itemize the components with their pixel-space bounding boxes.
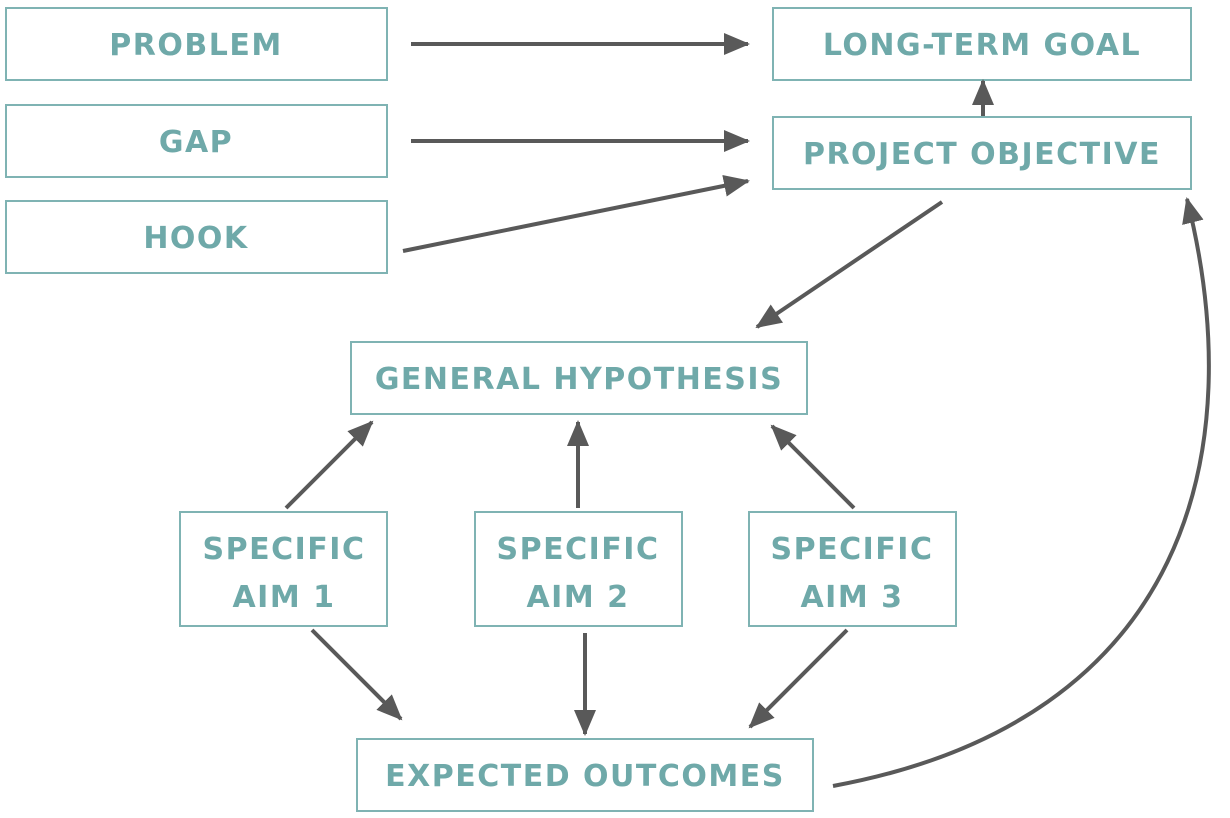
general-hypothesis-box: GENERAL HYPOTHESIS (350, 341, 808, 415)
problem-label: PROBLEM (109, 28, 282, 63)
arrow-aim3-to-hypothesis (770, 424, 856, 510)
hook-box: HOOK (5, 200, 388, 274)
arrow-aim3-to-outcomes (748, 628, 849, 729)
arrow-aim1-to-outcomes (310, 628, 403, 721)
general-hypothesis-label: GENERAL HYPOTHESIS (375, 362, 783, 397)
specific-aim-3-line1: SPECIFIC (771, 532, 934, 567)
long-term-goal-label: LONG-TERM GOAL (823, 28, 1141, 63)
specific-aim-2-line1: SPECIFIC (497, 532, 660, 567)
specific-aim-2-line2: AIM 2 (526, 580, 629, 615)
arrow-outcomes-to-objective (832, 197, 1211, 788)
specific-aim-1-line2: AIM 1 (232, 580, 335, 615)
specific-aim-3-box: SPECIFIC AIM 3 (748, 511, 957, 627)
arrow-hook-to-objective (402, 174, 750, 253)
arrow-objective-to-hypothesis (755, 200, 944, 329)
project-objective-label: PROJECT OBJECTIVE (803, 137, 1161, 172)
hook-label: HOOK (143, 221, 249, 256)
gap-label: GAP (159, 125, 233, 160)
problem-box: PROBLEM (5, 7, 388, 81)
specific-aim-2-box: SPECIFIC AIM 2 (474, 511, 683, 627)
specific-aim-1-box: SPECIFIC AIM 1 (179, 511, 388, 627)
long-term-goal-box: LONG-TERM GOAL (772, 7, 1192, 81)
specific-aim-1-line1: SPECIFIC (203, 532, 366, 567)
expected-outcomes-box: EXPECTED OUTCOMES (356, 738, 814, 812)
gap-box: GAP (5, 104, 388, 178)
specific-aim-3-line2: AIM 3 (800, 580, 903, 615)
project-objective-box: PROJECT OBJECTIVE (772, 116, 1192, 190)
expected-outcomes-label: EXPECTED OUTCOMES (385, 759, 785, 794)
arrow-aim1-to-hypothesis (284, 420, 374, 510)
